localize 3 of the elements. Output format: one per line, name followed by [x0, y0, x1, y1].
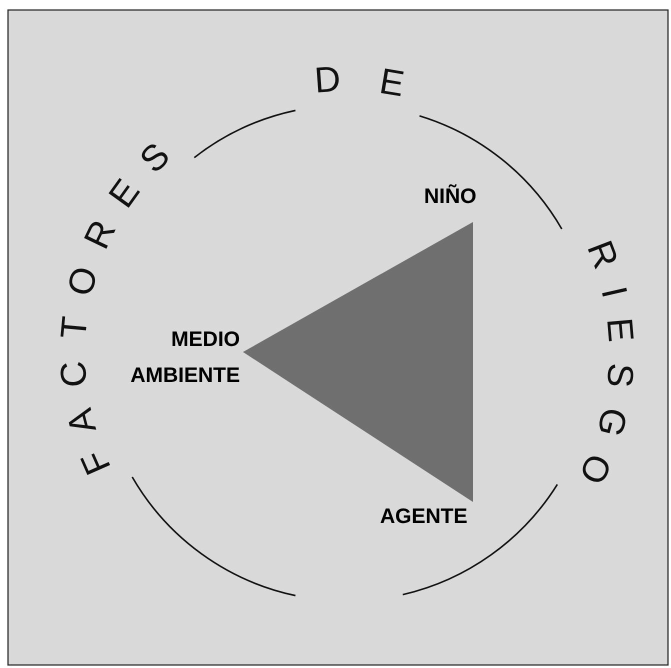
curved-title-word: DE [313, 58, 408, 104]
vertex-label: AGENTE [380, 504, 468, 530]
vertex-label: NIÑO [424, 183, 476, 210]
